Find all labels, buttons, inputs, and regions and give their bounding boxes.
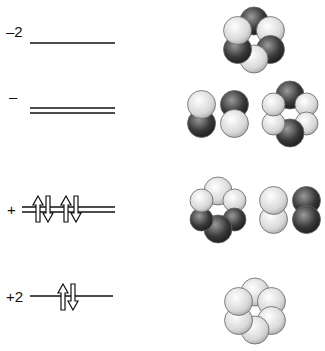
orbital-lobe [190,189,213,212]
orbital-lobe [224,17,252,45]
electron-arrow [58,284,68,310]
electron-arrow [71,196,81,222]
orbital-lobe [260,187,288,215]
electron-arrow [33,196,43,222]
orbital-lobe [220,110,248,138]
energy-level [30,112,115,114]
electron-arrows [33,196,81,310]
orbital-lobe [262,93,285,116]
orbital-pictures [188,7,321,344]
orbital-lobe [188,91,216,119]
energy-label: +2 [6,289,23,304]
energy-levels [22,43,115,296]
electron-arrow [61,196,71,222]
energy-level [30,107,115,109]
energy-label: – [9,89,17,104]
electron-arrow [43,196,53,222]
energy-label: –2 [6,24,23,39]
electron-arrow [68,284,78,310]
energy-label: + [7,202,16,217]
energy-level [30,42,115,44]
orbital-lobe [225,288,253,316]
orbital-lobe [292,206,320,234]
